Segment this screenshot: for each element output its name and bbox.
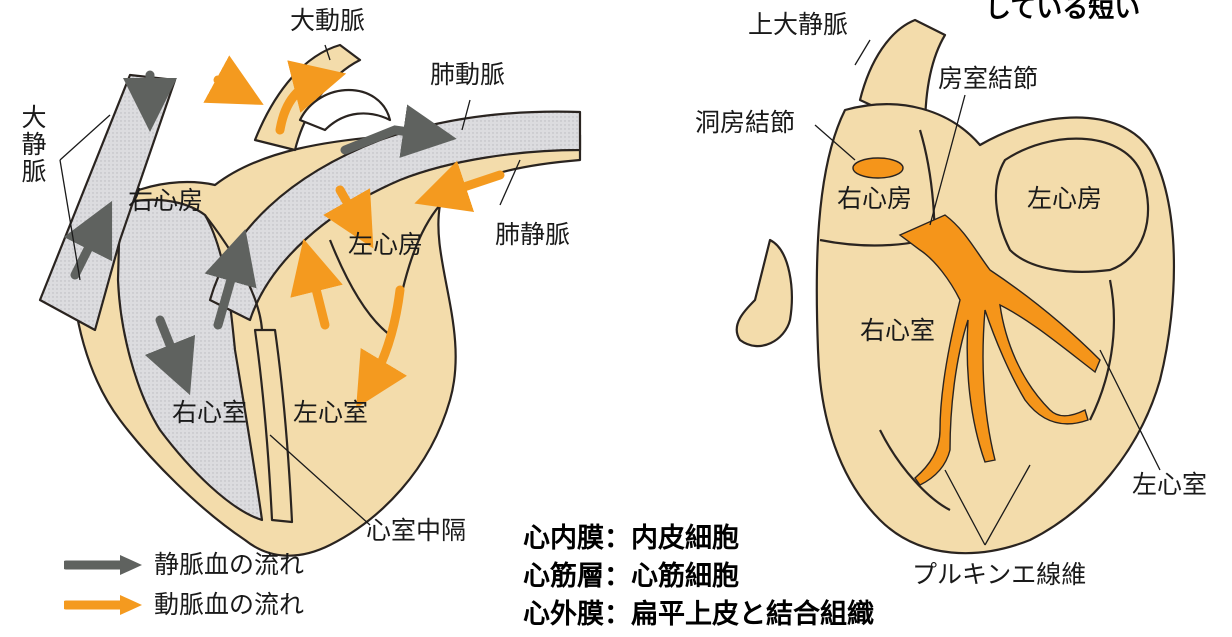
label-purkinje: プルキンエ線維: [912, 562, 1086, 587]
layer-epicardium: 心外膜：扁平上皮と結合組織: [523, 601, 874, 628]
legend-venous: 静脈血の流れ: [64, 552, 304, 577]
label-right-ventricle-right: 右心室: [860, 318, 935, 343]
label-right-atrium-right: 右心房: [837, 186, 912, 211]
label-right-ventricle-left: 右心室: [172, 400, 247, 425]
legend-arterial-label: 動脈血の流れ: [154, 592, 304, 617]
label-left-atrium-left: 左心房: [348, 232, 423, 257]
legend-arterial: 動脈血の流れ: [64, 592, 304, 617]
layer-myocardium: 心筋層：心筋細胞: [523, 563, 739, 590]
label-av-node: 房室結節: [938, 66, 1038, 91]
label-sa-node: 洞房結節: [695, 110, 795, 135]
label-superior-vena-cava: 上大静脈: [748, 12, 848, 37]
label-pulmonary-vein: 肺静脈: [495, 222, 570, 247]
left-heart: [40, 45, 580, 556]
label-vena-cava: 大静脈: [22, 104, 50, 185]
label-aorta: 大動脈: [290, 8, 365, 33]
label-pulmonary-artery: 肺動脈: [430, 62, 505, 87]
sa-node-shape: [853, 158, 903, 178]
layer-endocardium: 心内膜：内皮細胞: [523, 525, 739, 552]
appendage: [737, 240, 792, 346]
venous-arrow-icon: [64, 554, 144, 576]
label-left-ventricle-left: 左心室: [293, 400, 368, 425]
label-left-ventricle-right: 左心室: [1132, 472, 1207, 497]
label-left-atrium-right: 左心房: [1027, 186, 1102, 211]
label-septum: 心室中隔: [366, 518, 466, 543]
label-right-atrium-left: 右心房: [128, 188, 203, 213]
legend-venous-label: 静脈血の流れ: [154, 552, 304, 577]
top-cut-text: している短い: [985, 0, 1140, 25]
arterial-arrow-icon: [64, 594, 144, 616]
